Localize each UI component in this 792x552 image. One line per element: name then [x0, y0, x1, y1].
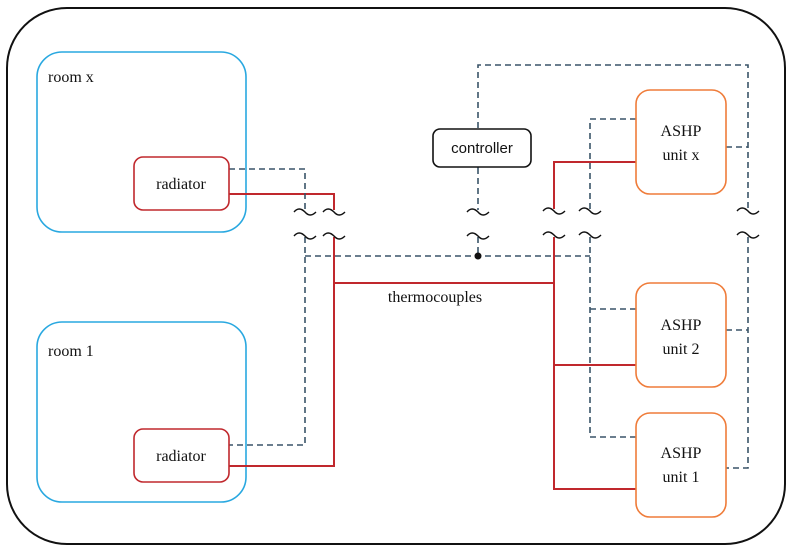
- wire-break-symbols: [293, 207, 760, 240]
- radiator-room-1: [133, 428, 230, 483]
- thermocouples-label: thermocouples: [388, 289, 482, 306]
- ashp-unit-2-line1: ASHP: [661, 317, 702, 334]
- signal-wiring: [229, 64, 749, 469]
- room-x-box: [36, 51, 247, 233]
- ashp-unit-1-line2: unit 1: [663, 469, 700, 486]
- radiator-room-x: [133, 156, 230, 211]
- controller-label: controller: [451, 140, 513, 157]
- radiator-room-1-label: radiator: [156, 448, 206, 465]
- room-1-label: room 1: [48, 343, 94, 360]
- signal-junction-dot: [474, 252, 482, 260]
- ashp-unit-x-line1: ASHP: [661, 123, 702, 140]
- ashp-unit-2-line2: unit 2: [663, 341, 700, 358]
- ashp-unit-x-line2: unit x: [663, 147, 700, 164]
- room-1-box: [36, 321, 247, 503]
- controller-box: [432, 128, 532, 168]
- radiator-room-x-label: radiator: [156, 176, 206, 193]
- ashp-unit-1-line1: ASHP: [661, 445, 702, 462]
- ashp-unit-1-box: [635, 412, 727, 518]
- building-boundary: [6, 7, 786, 545]
- hot-water-pipes: [229, 161, 636, 490]
- room-x-label: room x: [48, 69, 94, 86]
- ashp-unit-x-box: [635, 89, 727, 195]
- ashp-unit-2-box: [635, 282, 727, 388]
